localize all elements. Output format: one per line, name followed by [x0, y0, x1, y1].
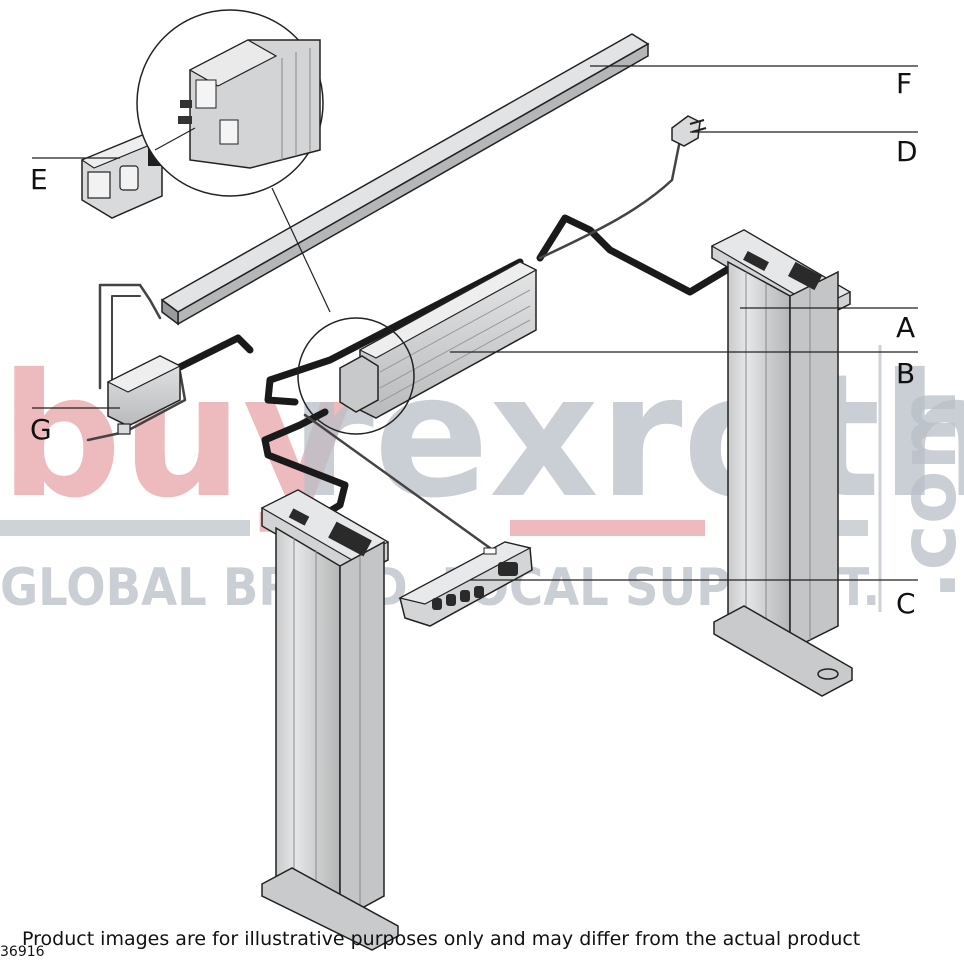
power-supply-icon [106, 355, 182, 435]
callout-label-F: F [896, 67, 913, 100]
lifting-column-front-icon [260, 489, 399, 951]
power-plug-icon [671, 115, 707, 147]
callout-label-G: G [30, 413, 52, 446]
hand-switch-icon [398, 541, 533, 627]
document-number: 36916 [0, 944, 45, 960]
cables [86, 138, 744, 550]
crossbar-profile-icon [160, 33, 650, 326]
callout-label-E: E [30, 163, 48, 196]
control-box-icon [339, 261, 538, 419]
connector-icon [80, 131, 164, 219]
lifting-column-icon [710, 229, 853, 697]
callout-label-A: A [896, 311, 916, 344]
callout-label-B: B [896, 357, 916, 390]
callout-label-C: C [896, 587, 916, 620]
detail-magnifier-connector [136, 9, 331, 313]
callout-label-D: D [896, 135, 918, 168]
watermark-tld: .com [884, 389, 964, 600]
watermark-bar-grey-left [0, 520, 250, 536]
leader-lines [32, 65, 918, 581]
disclaimer-text: Product images are for illustrative purp… [22, 928, 861, 950]
watermark-bar-red [510, 520, 705, 536]
detail-magnifier-control-box [297, 317, 415, 435]
